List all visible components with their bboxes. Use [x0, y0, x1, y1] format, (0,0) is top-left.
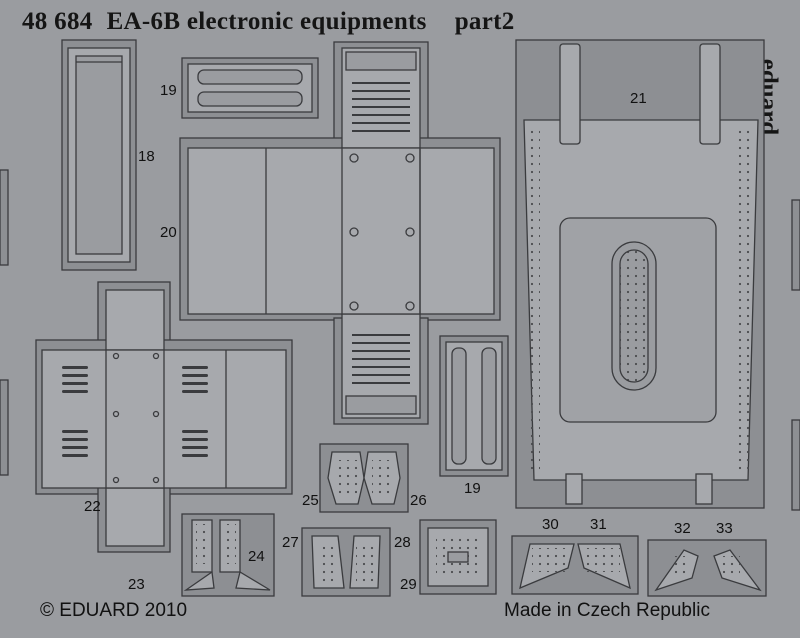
part-label-32: 32 [674, 520, 691, 537]
part-27-28 [301, 527, 391, 597]
part-label-31: 31 [590, 516, 607, 533]
part-label-25: 25 [302, 492, 319, 509]
part-label-26: 26 [410, 492, 427, 509]
fret-frame [0, 169, 800, 511]
part-19-top [181, 57, 319, 119]
part-label-24: 24 [248, 548, 265, 565]
part-30-31 [511, 535, 639, 595]
part-22 [35, 281, 293, 553]
part-18 [61, 39, 137, 271]
catalog-number: 48 684 [22, 8, 93, 35]
origin-text: Made in Czech Republic [504, 600, 710, 621]
part-32-33 [647, 539, 767, 597]
part-label-28: 28 [394, 534, 411, 551]
part-label-30: 30 [542, 516, 559, 533]
part-25-26 [319, 443, 409, 513]
part-29 [419, 519, 497, 595]
part-20 [179, 41, 501, 425]
part-19-bottom [439, 335, 509, 477]
part-label-23: 23 [128, 576, 145, 593]
part-label-27: 27 [282, 534, 299, 551]
copyright-text: © EDUARD 2010 [40, 600, 188, 621]
part-label-20: 20 [160, 224, 177, 241]
part-label-21: 21 [630, 90, 647, 107]
part-label-29: 29 [400, 576, 417, 593]
part-label-22: 22 [84, 498, 101, 515]
part-label-19-bottom: 19 [464, 480, 481, 497]
part-label-19-top: 19 [160, 82, 177, 99]
part-label: part2 [454, 8, 515, 35]
part-23-24 [181, 513, 275, 597]
product-name: EA-6B electronic equipments [106, 8, 427, 35]
part-label-33: 33 [716, 520, 733, 537]
fret-title: 48 684 EA-6B electronic equipments part2 [22, 8, 515, 36]
part-21 [515, 39, 765, 509]
part-label-18: 18 [138, 148, 155, 165]
